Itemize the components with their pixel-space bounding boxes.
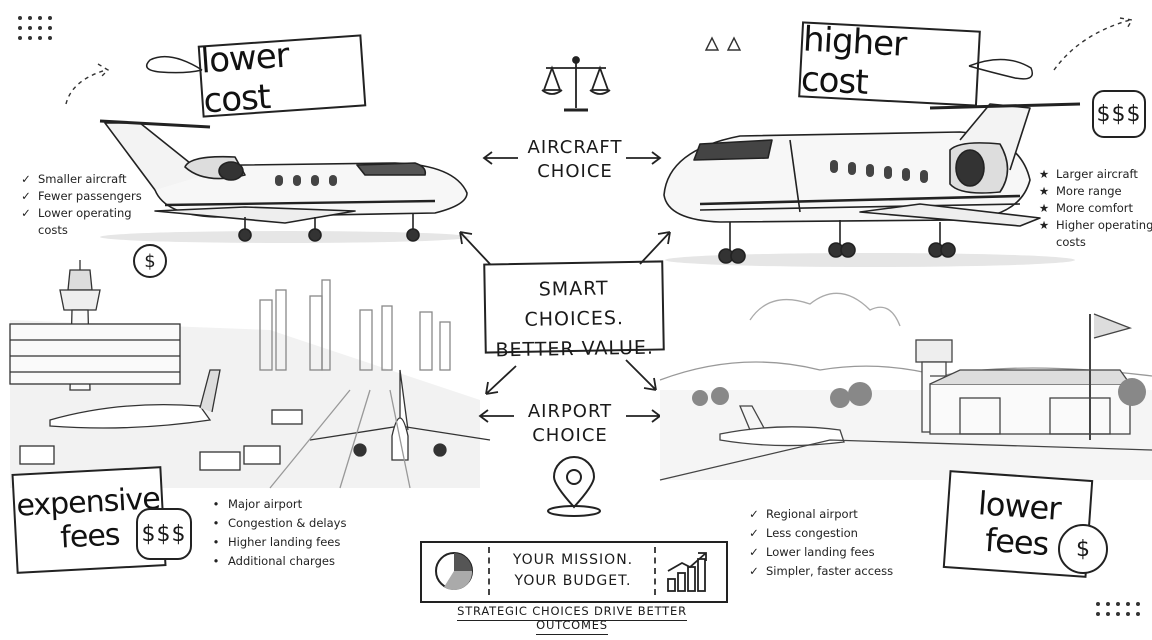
dollar-coin-icon: $ — [133, 244, 167, 278]
bar-chart-up-icon — [667, 552, 707, 592]
aircraft-choice-label: AIRCRAFT CHOICE — [527, 137, 623, 182]
list-item: Fewer passengers — [38, 189, 142, 203]
mission-line-2: YOUR BUDGET. — [514, 573, 632, 589]
tag-string-icon — [968, 58, 1033, 80]
regional-airport-illustration — [659, 292, 1152, 481]
small-jet-illustration — [99, 119, 470, 243]
higher-cost-tag: higher cost — [798, 19, 981, 107]
higher-cost-list: ★Larger aircraft ★More range ★More comfo… — [1038, 167, 1152, 249]
mission-line-1: YOUR MISSION. — [512, 552, 634, 568]
dot-grid-icon — [1096, 602, 1140, 616]
list-item: More range — [1056, 184, 1122, 198]
list-item: More comfort — [1056, 201, 1134, 215]
list-item: Lower operating — [38, 206, 132, 220]
list-item: Smaller aircraft — [38, 172, 127, 186]
list-item: Higher operating — [1056, 218, 1152, 232]
list-item: Congestion & delays — [228, 516, 347, 530]
list-item: Larger aircraft — [1056, 167, 1138, 181]
mission-caption: STRATEGIC CHOICES DRIVE BETTER OUTCOMES — [420, 604, 724, 635]
list-item: Lower landing fees — [766, 545, 875, 559]
high-cost-badge: $$$ — [1092, 90, 1146, 138]
dashed-arrow-icon — [65, 63, 110, 105]
lower-cost-list: ✓Smaller aircraft ✓Fewer passengers ✓Low… — [21, 172, 142, 237]
mission-box: YOUR MISSION. YOUR BUDGET. — [420, 541, 728, 603]
list-item: Less congestion — [766, 526, 858, 540]
list-item: Simpler, faster access — [766, 564, 894, 578]
list-item: Higher landing fees — [228, 535, 341, 549]
list-item: Additional charges — [228, 554, 335, 568]
arrow-right-icon — [626, 151, 662, 165]
balance-scale-icon — [541, 56, 611, 112]
lower-fees-line-2: fees — [983, 520, 1050, 564]
expensive-fees-badge: $$$ — [136, 508, 192, 560]
list-item: costs — [1056, 235, 1086, 249]
major-airport-illustration — [9, 260, 491, 489]
list-item: Major airport — [228, 497, 303, 511]
triangle-doodle-icon — [704, 36, 742, 51]
lower-cost-tag: lower cost — [197, 34, 367, 121]
dot-grid-icon — [18, 16, 52, 40]
expensive-fees-line-2: fees — [59, 517, 121, 556]
map-pin-icon — [547, 456, 601, 517]
dashed-arrow-icon — [1053, 17, 1134, 71]
lower-cost-label: lower cost — [199, 35, 290, 122]
higher-cost-label: higher cost — [800, 19, 908, 103]
dollar-coin-icon: $ — [1058, 524, 1108, 574]
tag-string-icon — [145, 55, 203, 74]
list-item: costs — [38, 223, 68, 237]
arrow-left-icon — [482, 151, 518, 165]
large-jet-illustration — [663, 102, 1081, 267]
lower-fees-list: ✓Regional airport ✓Less congestion ✓Lowe… — [748, 505, 893, 581]
connector-arrows — [459, 231, 671, 395]
expensive-fees-list: •Major airport •Congestion & delays •Hig… — [210, 495, 347, 571]
pie-chart-icon — [435, 552, 473, 591]
airport-choice-label: AIRPORT CHOICE — [527, 401, 613, 446]
list-item: Regional airport — [766, 507, 858, 521]
arrow-left-icon — [478, 409, 514, 423]
arrow-right-icon — [626, 409, 662, 423]
